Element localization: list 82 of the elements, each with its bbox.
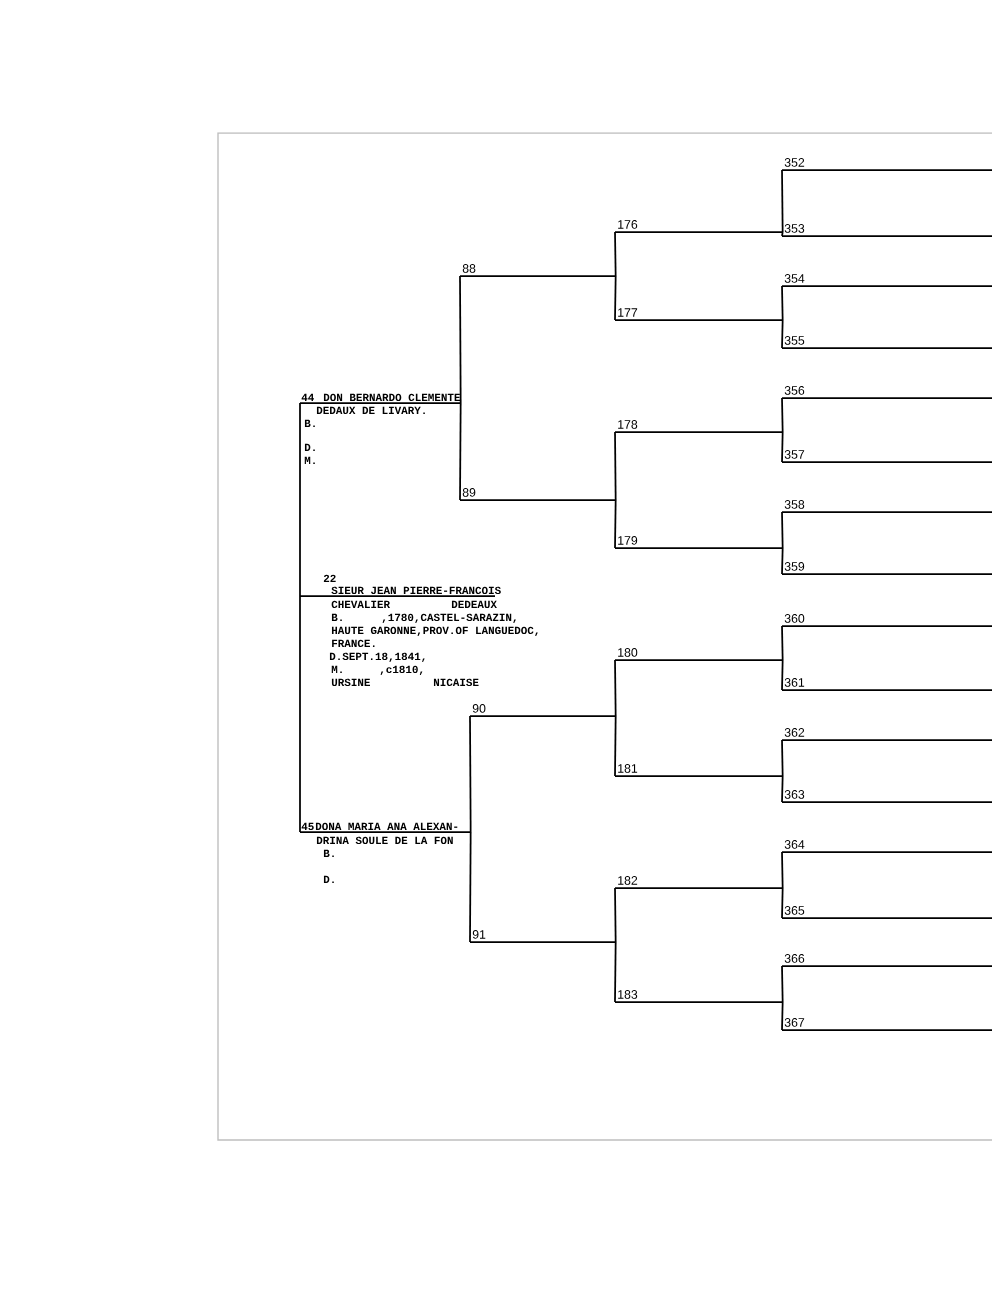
- bracket-line: [781, 397, 784, 433]
- bracket-line: [614, 941, 617, 1003]
- entry-text: SIEUR JEAN PIERRE-FRANCOIS: [331, 586, 501, 595]
- entry-text: D.: [323, 875, 334, 883]
- person-number: 364: [784, 840, 805, 849]
- person-number: 367: [784, 1018, 805, 1027]
- person-number: 353: [784, 224, 805, 233]
- bracket-line: [459, 402, 462, 501]
- entry-text: D.SEPT.18,1841,: [329, 652, 425, 662]
- entry-text: URSINE: [331, 678, 370, 687]
- entry-text: DONA MARIA ANA ALEXAN-: [315, 822, 458, 831]
- bracket-line: [781, 965, 784, 1003]
- entry-text: ,1780,CASTEL-SARAZIN,: [382, 613, 516, 623]
- bracket-line: [614, 431, 617, 501]
- bracket-line: [781, 887, 784, 919]
- bracket-line: [469, 715, 472, 833]
- person-number: 44: [301, 393, 314, 401]
- bracket-line: [781, 775, 784, 803]
- person-number: 359: [784, 562, 805, 571]
- bracket-line: [781, 231, 784, 237]
- entry-text: CHEVALIER: [331, 600, 391, 609]
- person-number: 45: [301, 822, 314, 831]
- person-number: 183: [618, 990, 638, 999]
- person-number: 22: [323, 574, 336, 582]
- entry-text: DEDAUX DE LIVARY.: [316, 406, 425, 415]
- person-number: 365: [784, 906, 805, 915]
- bracket-line: [614, 275, 617, 321]
- bracket-line: [781, 659, 784, 691]
- bracket-line: [781, 547, 784, 575]
- person-number: 352: [784, 158, 805, 167]
- person-number: 88: [462, 264, 476, 273]
- person-number: 363: [784, 790, 805, 799]
- bracket-line: [614, 231, 617, 277]
- bracket-line: [614, 887, 617, 943]
- entry-text: HAUTE GARONNE,PROV.OF LANGUEDOC,: [332, 626, 538, 636]
- entry-text: FRANCE.: [332, 639, 375, 648]
- bracket-line: [459, 275, 462, 404]
- bracket-line: [299, 595, 301, 833]
- entry-text: DON BERNARDO CLEMENTE: [323, 393, 461, 402]
- entry-text: M.: [331, 665, 342, 673]
- bracket-line: [781, 511, 784, 549]
- bracket-line: [781, 319, 784, 349]
- entry-text: B.: [304, 419, 315, 427]
- entry-text: ,c1810,: [380, 665, 423, 675]
- bracket-line: [781, 739, 784, 777]
- person-number: 179: [618, 536, 638, 545]
- person-number: 180: [618, 648, 638, 657]
- person-number: 177: [618, 308, 638, 317]
- bracket-line: [469, 831, 472, 943]
- person-number: 366: [784, 954, 805, 963]
- entry-text: B.: [323, 849, 334, 857]
- entry-text: B.: [331, 613, 342, 621]
- entry-text: D.: [304, 443, 315, 451]
- person-number: 356: [784, 386, 805, 395]
- person-number: 355: [784, 336, 805, 345]
- person-number: 358: [784, 500, 805, 509]
- bracket-line: [299, 402, 301, 597]
- person-number: 354: [784, 274, 805, 283]
- person-number: 357: [784, 450, 805, 459]
- person-number: 90: [472, 704, 486, 713]
- bracket-line: [614, 659, 617, 717]
- entry-text: DEDEAUX: [451, 600, 497, 609]
- person-number: 89: [462, 488, 476, 497]
- bracket-line: [781, 431, 784, 463]
- entry-text: M.: [304, 456, 315, 464]
- person-number: 181: [618, 764, 638, 773]
- person-number: 176: [618, 220, 638, 229]
- entry-text: NICAISE: [433, 678, 479, 687]
- bracket-line: [614, 499, 617, 549]
- bracket-line: [781, 285, 784, 321]
- bracket-line: [614, 715, 617, 777]
- person-number: 361: [784, 678, 805, 687]
- bracket-line: [781, 851, 784, 889]
- person-number: 91: [472, 930, 486, 939]
- person-number: 178: [618, 420, 638, 429]
- bracket-line: [781, 625, 784, 661]
- person-number: 362: [784, 728, 805, 737]
- person-number: 360: [784, 614, 805, 623]
- entry-text: DRINA SOULE DE LA FON: [316, 836, 453, 845]
- person-number: 182: [618, 876, 638, 885]
- bracket-line: [781, 1001, 784, 1031]
- bracket-line: [781, 169, 784, 233]
